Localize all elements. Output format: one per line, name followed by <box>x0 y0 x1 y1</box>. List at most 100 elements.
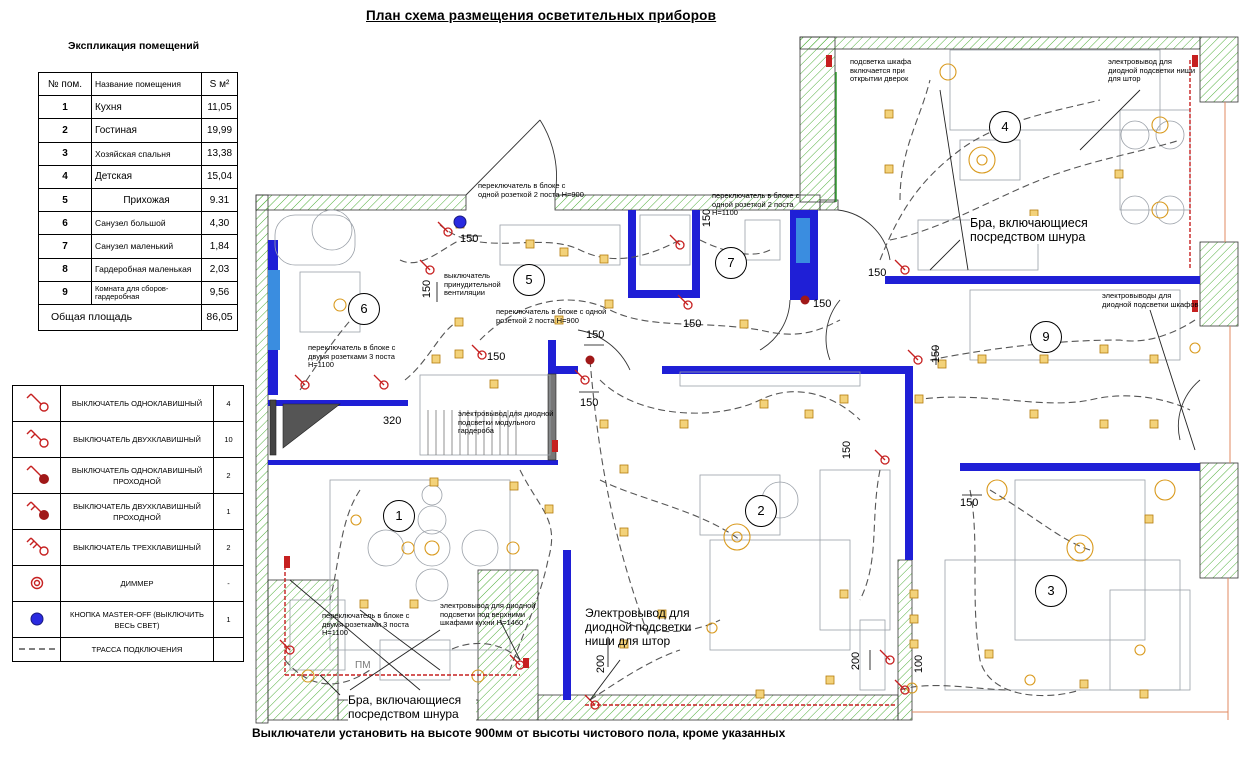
room-area: 2,03 <box>201 257 238 282</box>
room-area: 11,05 <box>201 95 238 120</box>
legend-row: ВЫКЛЮЧАТЕЛЬ ОДНОКЛАВИШНЫЙ ПРОХОДНОЙ 2 <box>12 457 244 494</box>
legend-count: 4 <box>213 385 244 422</box>
room-name: Гостиная <box>91 118 202 143</box>
room-name: Санузел большой <box>91 211 202 236</box>
dim-150: 150 <box>841 440 854 460</box>
room-area: 9,56 <box>201 280 238 305</box>
led-strips <box>284 60 1191 706</box>
table-header-row: № пом. Название помещения S м² <box>38 71 238 97</box>
room-number-3: 3 <box>1035 575 1067 607</box>
room-num: 7 <box>38 234 92 259</box>
dim-150: 150 <box>813 298 832 310</box>
switch-double-passthrough-icon <box>12 493 61 530</box>
room-number-4: 4 <box>989 111 1021 143</box>
dim-150: 150 <box>460 233 479 245</box>
room-area: 1,84 <box>201 234 238 259</box>
legend-count: - <box>213 565 244 602</box>
note-sconce-cord-4: Бра, включающиеся посредством шнура <box>970 216 1095 244</box>
leader-arrows <box>289 89 1196 701</box>
switch-triple-icon <box>12 529 61 566</box>
explication-title: Экспликация помещений <box>68 40 200 52</box>
room-name: Комната для сборов-гардеробная <box>91 280 202 305</box>
dim-150: 150 <box>421 279 434 299</box>
dimension-lines <box>436 235 982 670</box>
room-name: Кухня <box>91 95 202 120</box>
dim-150: 150 <box>701 208 714 228</box>
note-forced-ventilation: выключатель принудительной вентиляции <box>444 271 501 297</box>
legend-row: ТРАССА ПОДКЛЮЧЕНИЯ <box>12 637 244 662</box>
room-number-9: 9 <box>1030 321 1062 353</box>
note-switch-two-sockets-bath: переключатель в блоке с двумя розетками … <box>308 343 396 369</box>
dim-320: 320 <box>383 415 402 427</box>
note-switch-one-socket-2post-hall: переключатель в блоке с одной розеткой 2… <box>496 307 607 325</box>
dim-150: 150 <box>580 397 599 409</box>
room-number-5: 5 <box>513 264 545 296</box>
total-label: Общая площадь <box>38 303 202 331</box>
dim-150: 150 <box>487 351 506 363</box>
room-name: Прихожая <box>91 187 202 213</box>
legend-row: ВЫКЛЮЧАТЕЛЬ ОДНОКЛАВИШНЫЙ 4 <box>12 385 244 422</box>
furniture <box>274 49 1191 691</box>
electrical-outlets <box>284 55 1198 668</box>
note-switch-one-socket-2post: переключатель в блоке с одной розеткой 2… <box>478 181 584 199</box>
connection-routes <box>284 79 1196 701</box>
note-diode-outlets-closet-9: электровыводы для диодной подсветки шкаф… <box>1102 291 1199 309</box>
table-total-row: Общая площадь 86,05 <box>38 303 238 331</box>
legend-label: ВЫКЛЮЧАТЕЛЬ ДВУХКЛАВИШНЫЙ ПРОХОДНОЙ <box>60 493 214 530</box>
note-switch-one-socket-2post-h1100: переключатель в блоке с одной розеткой 2… <box>712 191 800 217</box>
dim-100: 100 <box>913 654 926 674</box>
legend-label: ВЫКЛЮЧАТЕЛЬ ТРЕХКЛАВИШНЫЙ <box>60 529 214 566</box>
legend-label: ТРАССА ПОДКЛЮЧЕНИЯ <box>60 637 214 662</box>
note-closet-light: подсветка шкафа включается при открытии … <box>850 57 912 83</box>
dim-150: 150 <box>960 497 979 509</box>
dim-200: 200 <box>595 654 608 674</box>
legend-row: ВЫКЛЮЧАТЕЛЬ ТРЕХКЛАВИШНЫЙ 2 <box>12 529 244 566</box>
room-number-2: 2 <box>745 495 777 527</box>
legend-count: 2 <box>213 457 244 494</box>
balcony-lines <box>912 102 1231 720</box>
legend-label: ДИММЕР <box>60 565 214 602</box>
bath-window-7 <box>796 218 810 263</box>
legend-row: ВЫКЛЮЧАТЕЛЬ ДВУХКЛАВИШНЫЙ ПРОХОДНОЙ 1 <box>12 493 244 530</box>
header-area: S м² <box>201 71 238 97</box>
footer-note: Выключатели установить на высоте 900мм о… <box>252 726 786 740</box>
legend-count <box>213 637 244 662</box>
dim-150: 150 <box>683 318 702 330</box>
bath-window <box>268 270 280 350</box>
room-name: Детская <box>91 164 202 189</box>
header-name: Название помещения <box>91 71 202 97</box>
total-area: 86,05 <box>201 303 238 331</box>
dim-150: 150 <box>586 329 605 341</box>
room-num: 5 <box>38 187 92 213</box>
wardrobe-shelves <box>427 410 517 455</box>
spot-lights <box>359 109 1159 699</box>
note-diode-curtain-niche-4: электровывод для диодной подсветки ниши … <box>1108 57 1196 83</box>
note-diode-outlet-kitchen: электровывод для диодной подсветки под в… <box>440 601 536 627</box>
page-title: План схема размещения осветительных приб… <box>366 8 717 23</box>
master-off-button <box>453 215 467 229</box>
dim-200: 200 <box>850 651 863 671</box>
legend-label: ВЫКЛЮЧАТЕЛЬ ОДНОКЛАВИШНЫЙ <box>60 385 214 422</box>
legend-row: ВЫКЛЮЧАТЕЛЬ ДВУХКЛАВИШНЫЙ 10 <box>12 421 244 458</box>
wall-blocks <box>269 373 557 461</box>
legend-count: 10 <box>213 421 244 458</box>
legend-count: 2 <box>213 529 244 566</box>
passthrough-switches <box>585 295 810 365</box>
connection-route-icon <box>12 637 61 662</box>
room-area: 9.31 <box>201 187 238 213</box>
note-switch-two-sockets-kitchen: переключатель в блоке с двумя розетками … <box>322 611 410 637</box>
note-diode-outlet-wardrobe: электровывод для диодной подсветки модул… <box>458 409 554 435</box>
legend-count: 1 <box>213 493 244 530</box>
pm-label: ПМ <box>355 660 371 671</box>
legend-label: ВЫКЛЮЧАТЕЛЬ ДВУХКЛАВИШНЫЙ <box>60 421 214 458</box>
room-area: 19,99 <box>201 118 238 143</box>
room-num: 1 <box>38 95 92 120</box>
room-number-1: 1 <box>383 500 415 532</box>
legend-table: ВЫКЛЮЧАТЕЛЬ ОДНОКЛАВИШНЫЙ 4 ВЫКЛЮЧАТЕЛЬ … <box>12 385 244 662</box>
